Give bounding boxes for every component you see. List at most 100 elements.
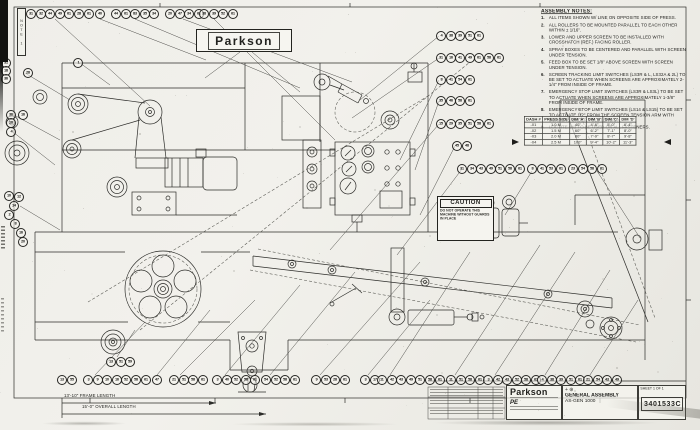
balloon-number: 51 [181, 378, 186, 382]
balloon-callout: 16 [445, 53, 456, 63]
table-arrow-right [664, 139, 671, 145]
dimension-arrowheads [209, 401, 266, 416]
balloon-callout: 46 [445, 96, 456, 106]
balloon-callout: 3 [83, 375, 93, 385]
note-text: ALL ITEMS SHOWN W/ LINE ON OPPOSITE SIDE… [548, 16, 676, 21]
balloon-callout: 32 [35, 9, 46, 19]
balloon-callout: 58 [521, 375, 532, 385]
balloon-number: 51 [467, 122, 472, 126]
balloon-callout: 31 [436, 53, 446, 63]
balloon-callout: 8 [436, 75, 446, 85]
balloon-callout: 21 [169, 375, 179, 385]
balloon-number: 32 [38, 12, 43, 16]
assembly-note: 6.SCREEN TRACKING LIMIT SWITCHES (LS3R &… [541, 73, 689, 89]
balloon-number: 61 [143, 378, 148, 382]
balloon-number: 46 [448, 99, 453, 103]
balloon-callout: 61 [227, 9, 238, 19]
balloon-number: 61 [477, 56, 482, 60]
balloon-number: 21 [586, 378, 590, 382]
balloon-number: 51 [458, 378, 463, 382]
balloon-callout: 51 [115, 357, 126, 367]
balloon-number: 61 [342, 378, 347, 382]
balloon-number: 58 [468, 378, 473, 382]
balloon-number: 53 [323, 378, 328, 382]
balloon-callout: 61 [493, 53, 504, 63]
table-arrow-left [512, 139, 519, 145]
balloon-number: 61 [200, 378, 205, 382]
balloon-callout: 41 [455, 53, 466, 63]
balloon-number: 59 [128, 360, 133, 364]
balloon-number: 61 [197, 12, 201, 16]
vertical-note-text: NOTE 1 [19, 18, 24, 46]
balloon-number: 49 [488, 167, 493, 171]
balloon-number: 34 [152, 12, 157, 16]
balloon-callout: 14 [9, 201, 19, 211]
balloon-number: 18 [9, 121, 13, 125]
balloon-callout: 58 [505, 164, 515, 174]
balloon-number: 20 [168, 12, 172, 16]
balloon-callout: 59 [125, 357, 136, 367]
balloon-number: 61 [599, 167, 604, 171]
balloon-callout: 1 [73, 58, 83, 68]
note-number: 6. [541, 72, 545, 78]
assembly-note: 2.ALL ROLLERS TO BE MOUNTED PARALLEL TO … [541, 23, 689, 34]
balloon-callout: 3 [483, 375, 493, 385]
balloon-callout: 39 [208, 9, 219, 19]
balloon-callout: 51 [178, 375, 189, 385]
balloon-callout: 42 [492, 375, 503, 385]
balloon-callout: 20 [18, 237, 28, 247]
balloon-number: 48 [464, 144, 469, 148]
scan-smudge-bottom [0, 420, 700, 427]
balloon-number: 39 [211, 12, 216, 16]
balloon-callout: 61 [474, 31, 485, 41]
balloon-callout: 51 [464, 119, 475, 129]
note-text: EMERGENCY STOP LIMIT SWITCHES (LS3R & LS… [548, 90, 684, 106]
balloon-callout: 29 [445, 119, 456, 129]
balloon-callout: 3 [212, 375, 222, 385]
assembly-notes-list: 1.ALL ITEMS SHOWN W/ LINE ON OPPOSITE SI… [541, 16, 689, 131]
note-number: 1. [541, 16, 545, 21]
balloon-number: 52 [273, 378, 278, 382]
caution-title: CAUTION [439, 198, 492, 208]
caution-body: DO NOT OPERATE THIS MACHINE WITHOUT GUAR… [439, 209, 489, 221]
dim-table-header: DIM 'D' [619, 116, 637, 123]
balloon-callout: 58 [280, 375, 291, 385]
balloon-callout: 43 [602, 375, 613, 385]
lower-frame [34, 231, 645, 371]
balloon-callout: 34 [466, 164, 477, 174]
note-number: 5. [541, 60, 545, 65]
balloon-number: 61 [467, 99, 472, 103]
balloon-callout: 52 [511, 375, 522, 385]
balloon-number: 42 [389, 378, 394, 382]
balloon-number: 14 [12, 204, 16, 208]
balloon-number: 58 [508, 167, 512, 171]
balloon-number: 34 [469, 167, 474, 171]
balloon-number: 54 [458, 78, 463, 82]
balloon-number: 61 [578, 378, 583, 382]
balloon-callout: 31 [457, 164, 467, 174]
tension-arms [252, 247, 613, 326]
balloon-callout: 49 [54, 9, 65, 19]
dim-table-header: PRESS SIZE [542, 116, 570, 123]
balloon-callout: 61 [434, 375, 445, 385]
balloon-number: 28 [26, 71, 30, 75]
balloon-number: 16 [21, 113, 25, 117]
balloon-number: 4 [10, 130, 12, 134]
balloon-number: 61 [123, 12, 128, 16]
balloon-callout: 4 [436, 31, 446, 41]
note-text: LOWER AND UPPER SCREEN TO BE INSTALLED W… [548, 35, 664, 46]
assembly-notes: ASSEMBLY NOTES: 1.ALL ITEMS SHOWN W/ LIN… [541, 9, 689, 133]
note-number: 2. [541, 23, 545, 28]
assembly-note: 7.EMERGENCY STOP LIMIT SWITCHES (LS3R & … [541, 91, 689, 107]
upper-mechanism [313, 62, 423, 130]
balloon-number: 45 [455, 144, 459, 148]
balloon-callout: 9 [92, 375, 103, 385]
balloon-number: 51 [498, 167, 503, 171]
balloon-number: 15 [439, 122, 443, 126]
balloon-number: 44 [114, 12, 118, 16]
balloon-callout: 10 [4, 191, 14, 201]
balloon-number: 44 [48, 12, 53, 16]
balloon-callout: 58 [587, 164, 598, 174]
balloon-number: 40 [224, 378, 229, 382]
